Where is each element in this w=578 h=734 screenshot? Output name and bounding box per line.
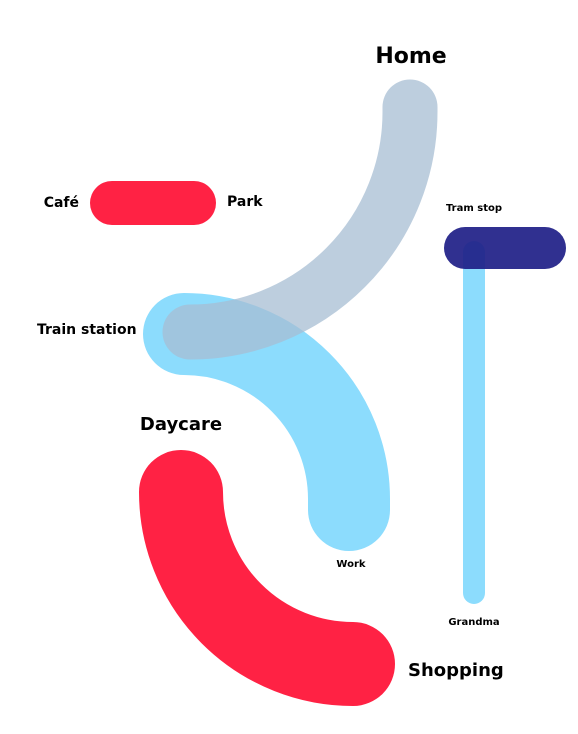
label-tram-stop: Tram stop <box>446 203 502 214</box>
label-daycare: Daycare <box>140 414 222 435</box>
label-grandma: Grandma <box>448 617 499 628</box>
label-shopping: Shopping <box>408 660 504 681</box>
label-home: Home <box>375 44 446 69</box>
label-work: Work <box>336 559 365 570</box>
label-park: Park <box>227 194 263 210</box>
label-cafe: Café <box>44 195 79 211</box>
label-train-station: Train station <box>37 322 137 338</box>
daycare-shopping-route <box>139 450 395 706</box>
home-train-station-route <box>162 79 438 360</box>
